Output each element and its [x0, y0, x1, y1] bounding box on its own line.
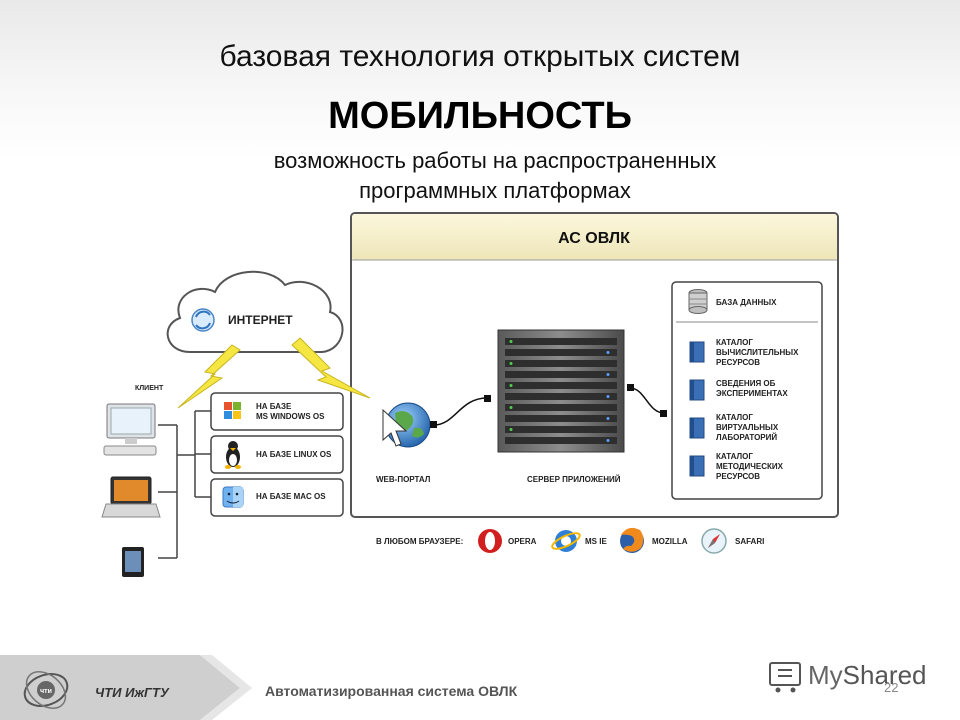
- browser-label-safari: SAFARI: [735, 537, 765, 546]
- server-rack-icon: [497, 329, 625, 453]
- catalog-item-3-line3: ЛАБОРАТОРИЙ: [716, 433, 778, 442]
- browser-label-msie: MS IE: [585, 537, 607, 546]
- catalog-item-4-line2: МЕТОДИЧЕСКИХ: [716, 462, 783, 471]
- web-portal-label: WEB-ПОРТАЛ: [376, 475, 431, 484]
- client-connector: [158, 410, 211, 559]
- os-label-mac: НА БАЗЕ MAC OS: [256, 492, 326, 501]
- portal-server-connector: [433, 397, 488, 426]
- connector-node: [484, 395, 491, 402]
- logo-text: чти: [40, 688, 52, 695]
- connector-node: [627, 384, 634, 391]
- slide-heading: базовая технология открытых систем: [219, 40, 741, 73]
- system-panel-header: [352, 214, 837, 260]
- catalog-folder-icon-3: [689, 417, 705, 439]
- os-label-windows-line2: MS WINDOWS OS: [256, 412, 325, 421]
- connector-node: [430, 421, 437, 428]
- internet-explorer-icon: [551, 530, 581, 552]
- catalog-item-3: КАТАЛОГ ВИРТУАЛЬНЫХ ЛАБОРАТОРИЙ: [716, 413, 778, 443]
- os-box-windows: [210, 392, 344, 431]
- internet-label: ИНТЕРНЕТ: [228, 313, 293, 327]
- catalog-item-2-line1: СВЕДЕНИЯ ОБ: [716, 379, 776, 388]
- catalog-item-1: КАТАЛОГ ВЫЧИСЛИТЕЛЬНЫХ РЕСУРСОВ: [716, 338, 798, 368]
- safari-icon: [701, 528, 727, 554]
- catalog-item-2: СВЕДЕНИЯ ОБ ЭКСПЕРИМЕНТАХ: [716, 379, 788, 399]
- lightning-bolt-right: [291, 337, 371, 399]
- os-box-linux: [210, 435, 344, 474]
- slide-subheading: МОБИЛЬНОСТЬ: [328, 95, 632, 137]
- database-icon: [688, 289, 708, 314]
- catalog-item-4-line3: РЕСУРСОВ: [716, 472, 761, 481]
- system-title: АС ОВЛК: [558, 230, 630, 247]
- footer-chevron: [0, 655, 252, 720]
- windows-icon: [224, 402, 241, 419]
- footer-org: ЧТИ ИжГТУ: [95, 685, 169, 700]
- refresh-icon: [191, 308, 215, 332]
- catalog-folder-icon-1: [689, 341, 705, 363]
- catalog-item-3-line1: КАТАЛОГ: [716, 413, 753, 422]
- watermark-text: MyShared: [808, 660, 927, 691]
- catalog-item-3-line2: ВИРТУАЛЬНЫХ: [716, 423, 779, 432]
- os-label-linux: НА БАЗЕ LINUX OS: [256, 450, 332, 459]
- database-label: БАЗА ДАННЫХ: [716, 298, 777, 307]
- page-number: 22: [884, 680, 899, 695]
- desktop-computer-icon: [103, 403, 157, 456]
- connector-node: [660, 410, 667, 417]
- os-label-windows-line1: НА БАЗЕ: [256, 402, 292, 411]
- firefox-icon: [620, 527, 644, 553]
- tablet-icon: [122, 547, 144, 577]
- internet-cloud: ИНТЕРНЕТ: [166, 270, 344, 353]
- catalog-folder-icon-4: [689, 455, 705, 477]
- opera-icon: [478, 529, 502, 553]
- os-box-mac: [210, 478, 344, 517]
- database-panel: БАЗА ДАННЫХ: [671, 281, 823, 500]
- app-server-label: СЕРВЕР ПРИЛОЖЕНИЙ: [527, 475, 621, 484]
- catalog-item-1-line3: РЕСУРСОВ: [716, 358, 761, 367]
- slide-description: возможность работы на распространенных п…: [190, 146, 800, 206]
- catalog-item-4-line1: КАТАЛОГ: [716, 452, 753, 461]
- mac-finder-icon: [222, 486, 244, 508]
- watermark-my: My: [808, 660, 843, 690]
- description-line-1: возможность работы на распространенных: [273, 148, 717, 173]
- web-portal-globe-icon: [382, 402, 431, 448]
- client-label: КЛИЕНТ: [135, 385, 164, 392]
- browser-prefix-label: В ЛЮБОМ БРАУЗЕРЕ:: [376, 537, 464, 546]
- catalog-item-1-line2: ВЫЧИСЛИТЕЛЬНЫХ: [716, 348, 799, 357]
- linux-penguin-icon: [225, 441, 241, 469]
- footer-system-name: Автоматизированная система ОВЛК: [265, 683, 518, 699]
- watermark-icon: [769, 662, 801, 693]
- browser-label-opera: OPERA: [508, 537, 537, 546]
- institute-logo: чти: [23, 671, 69, 709]
- os-label-windows: НА БАЗЕ MS WINDOWS OS: [256, 402, 324, 422]
- browser-label-mozilla: MOZILLA: [652, 537, 688, 546]
- laptop-icon: [101, 476, 161, 518]
- watermark-shared: Shared: [842, 660, 927, 690]
- catalog-item-1-line1: КАТАЛОГ: [716, 338, 753, 347]
- catalog-folder-icon-2: [689, 379, 705, 401]
- catalog-item-4: КАТАЛОГ МЕТОДИЧЕСКИХ РЕСУРСОВ: [716, 452, 783, 482]
- catalog-item-2-line2: ЭКСПЕРИМЕНТАХ: [716, 389, 788, 398]
- description-line-2: программных платформах: [359, 178, 631, 203]
- lightning-bolt-left: [177, 344, 241, 409]
